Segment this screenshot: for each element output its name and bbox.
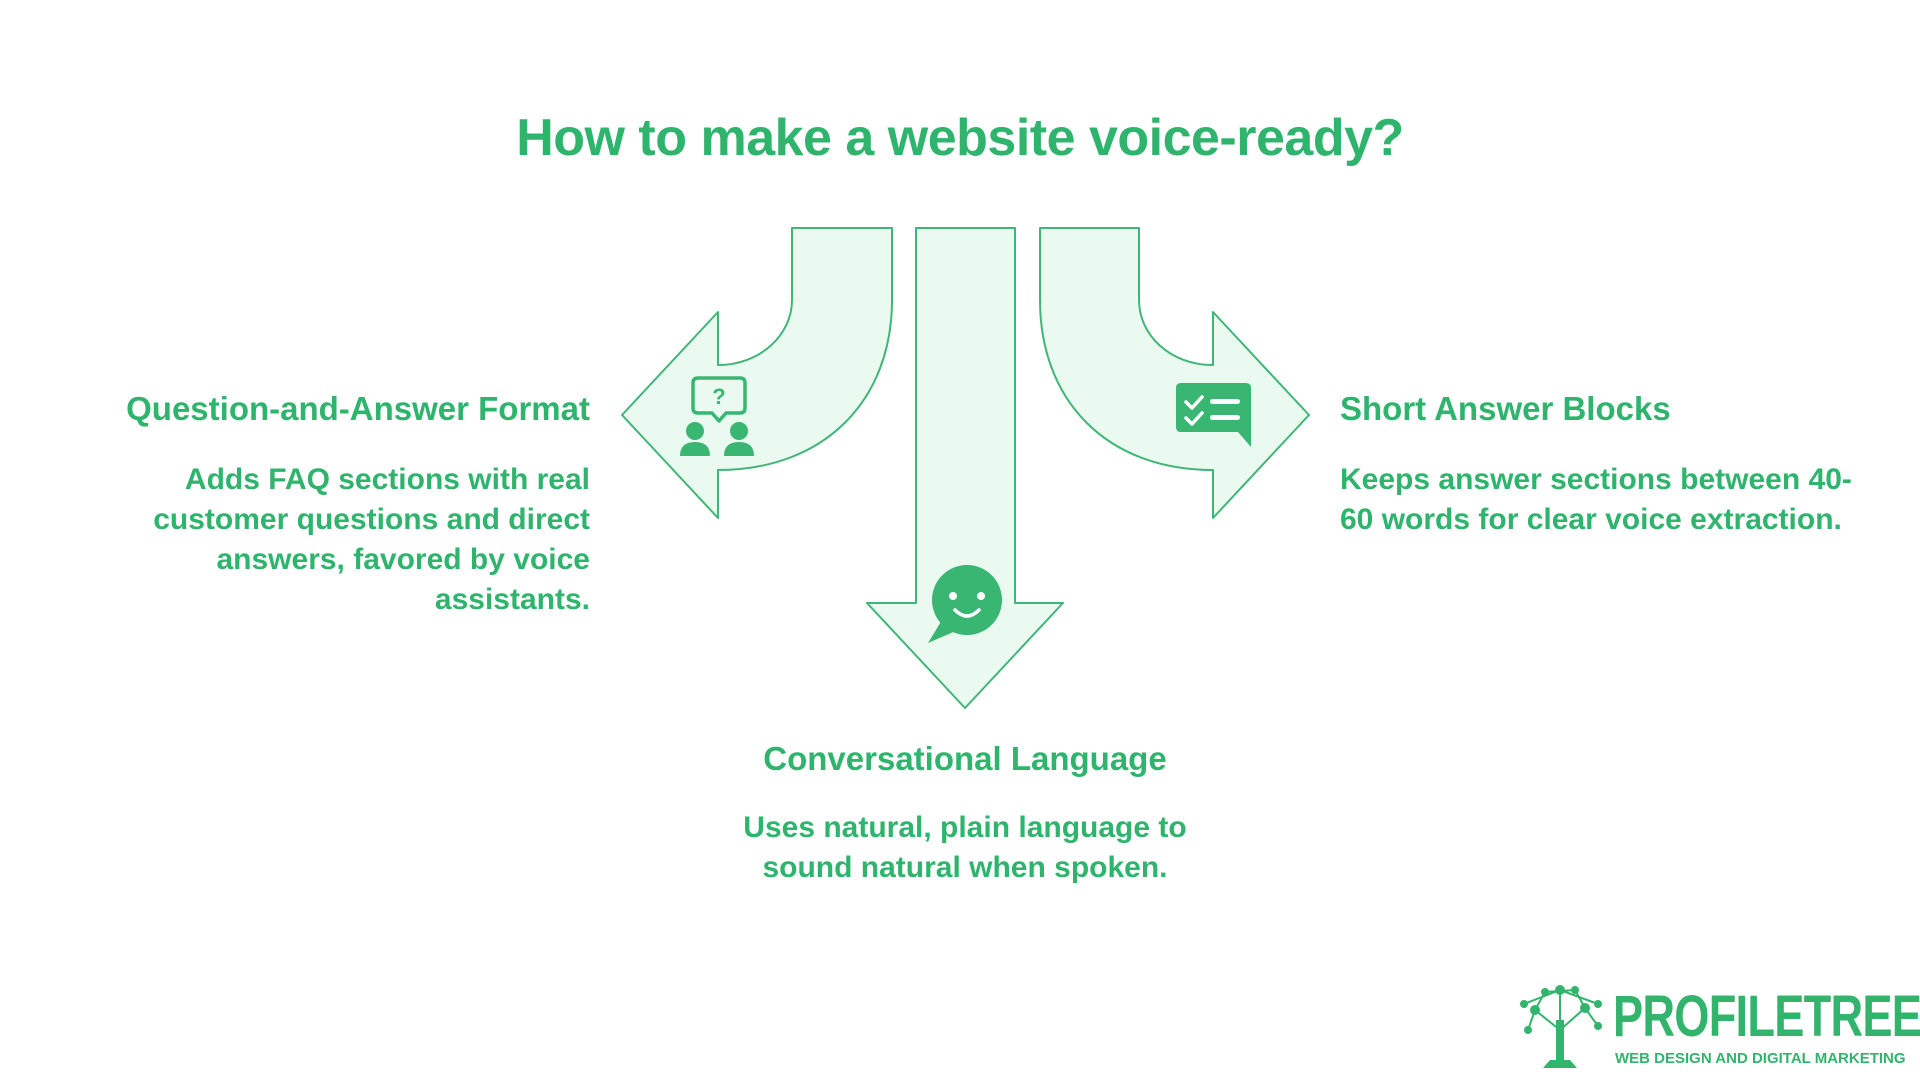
profiletree-logo: PROFILETREE WEB DESIGN AND DIGITAL MARKE… bbox=[1520, 980, 1920, 1070]
qa-people-icon: ? bbox=[680, 376, 754, 456]
logo-tagline: WEB DESIGN AND DIGITAL MARKETING bbox=[1615, 1050, 1906, 1067]
svg-text:?: ? bbox=[712, 384, 725, 409]
smiling-chat-bubble-icon bbox=[928, 565, 1002, 643]
checklist-chat-icon bbox=[1176, 383, 1251, 447]
arrow-left bbox=[621, 227, 893, 519]
step-description-short-answers: Keeps answer sections between 40-60 word… bbox=[1340, 463, 1852, 536]
step-heading-conversational: Conversational Language bbox=[763, 740, 1167, 777]
tree-network-icon bbox=[1520, 985, 1602, 1068]
page-title: How to make a website voice-ready? bbox=[516, 109, 1404, 167]
arrow-right bbox=[1039, 227, 1310, 519]
logo-wordmark: PROFILETREE bbox=[1613, 984, 1920, 1049]
arrow-down bbox=[866, 227, 1064, 709]
step-description-conversational: Uses natural, plain language to sound na… bbox=[743, 811, 1187, 884]
step-heading-qa-format: Question-and-Answer Format bbox=[126, 390, 590, 427]
step-heading-short-answers: Short Answer Blocks bbox=[1340, 390, 1671, 427]
step-description-qa-format: Adds FAQ sections with real customer que… bbox=[153, 463, 590, 616]
